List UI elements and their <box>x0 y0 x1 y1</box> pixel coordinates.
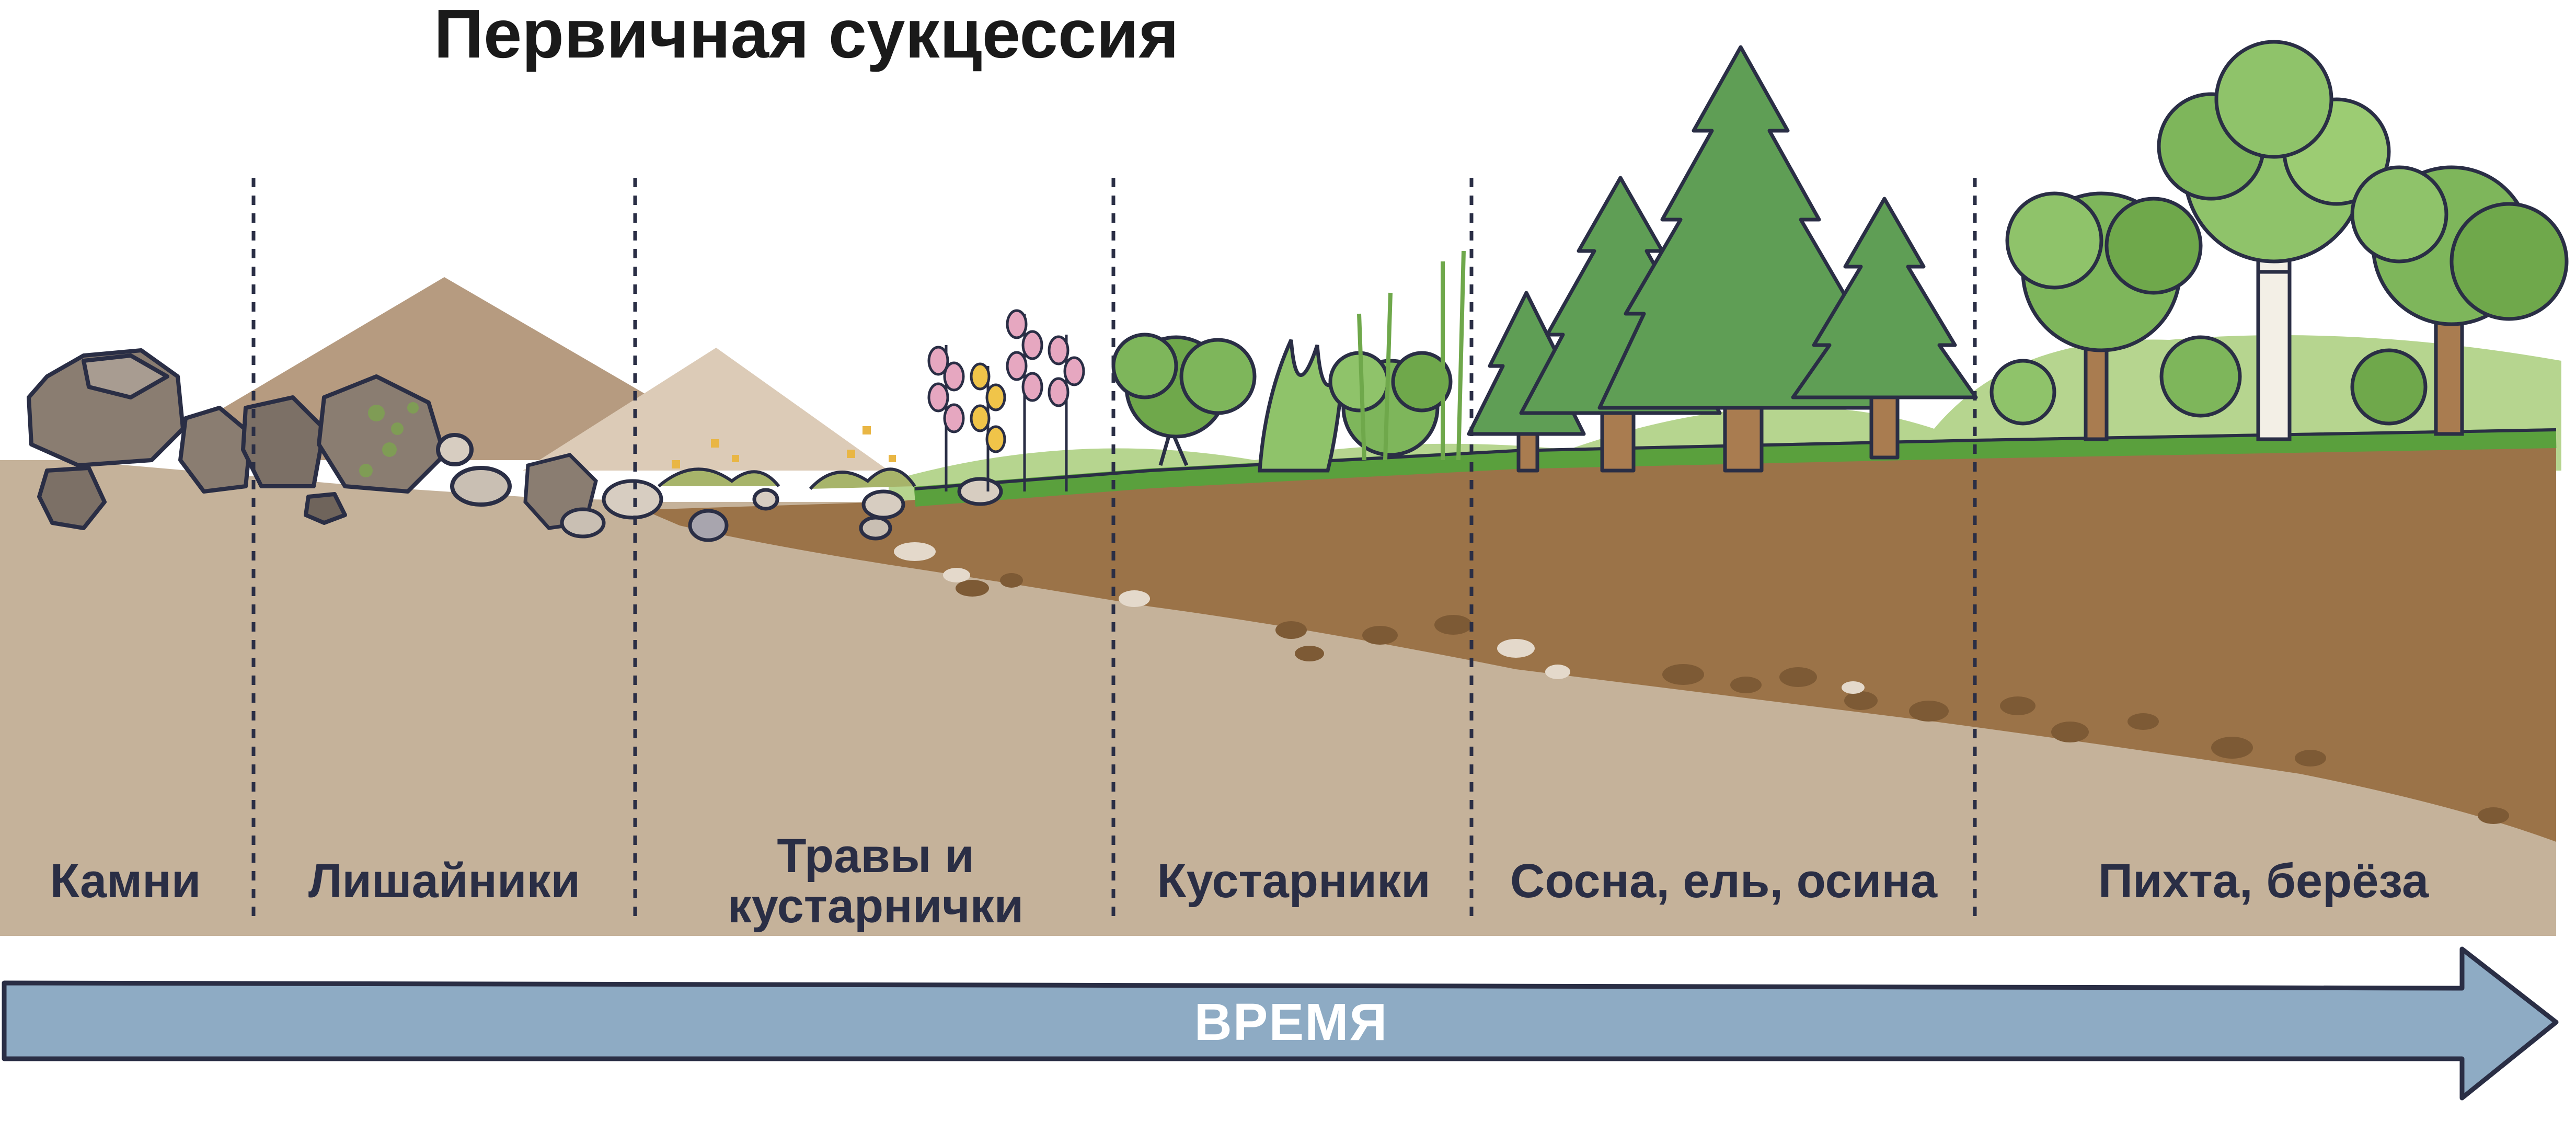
fir-icon <box>2005 191 2203 441</box>
stage-label-text: Кустарники <box>1157 854 1431 908</box>
stage-label-text: Пихта, берёза <box>2098 854 2429 908</box>
time-arrow <box>2 946 2559 1101</box>
time-label: ВРЕМЯ <box>1194 992 1388 1051</box>
oak-icon <box>2350 165 2569 436</box>
tall-grass <box>1357 250 1466 461</box>
stage-label-text: Сосна, ель, осина <box>1510 854 1938 908</box>
shrub-icon <box>1111 333 1453 473</box>
birch-icon <box>2157 40 2391 441</box>
stage-label-stones: Камни <box>10 831 240 931</box>
stage-label-text: Камни <box>50 854 201 908</box>
mountain-small <box>523 348 889 471</box>
flower-icon <box>927 309 1085 491</box>
stage-label-deciduous: Пихта, берёза <box>1981 831 2546 931</box>
grass-line <box>914 428 2557 507</box>
page-title: Первичная сукцессия <box>434 0 1179 72</box>
stage-label-conifers: Сосна, ель, осина <box>1477 831 1971 931</box>
stage-label-text: Лишайники <box>308 854 581 908</box>
lichen-icon <box>359 402 419 477</box>
stage-label-lichens: Лишайники <box>261 831 627 931</box>
stage-label-shrubs: Кустарники <box>1119 831 1469 931</box>
soil-specks <box>956 573 2509 824</box>
stage-label-herbs: Травы и кустарнички <box>643 831 1108 931</box>
spruce-icon <box>1519 45 1978 473</box>
small-shrubs <box>1990 335 2428 426</box>
herb-icon <box>658 426 916 490</box>
stage-label-line1: Травы и <box>777 829 974 883</box>
pebbles <box>894 542 1865 694</box>
stage-label-line2: кустарнички <box>727 879 1024 933</box>
pebble-group <box>523 453 1003 542</box>
